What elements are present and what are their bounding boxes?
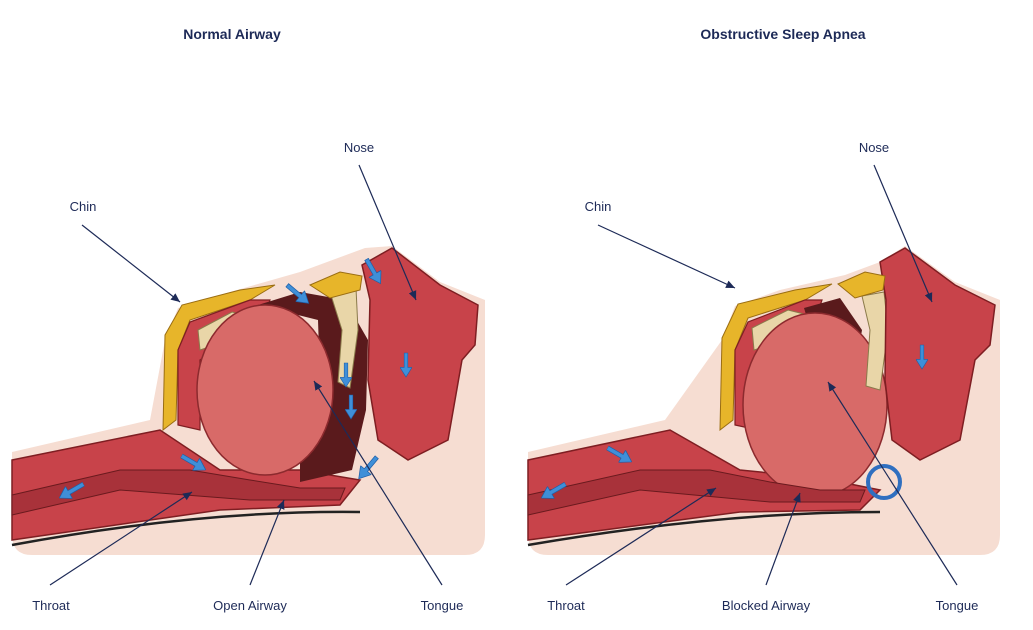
throat-channel xyxy=(527,469,866,516)
normal-airway-title: Normal Airway xyxy=(183,26,281,42)
blockage-ring xyxy=(866,464,902,500)
spine-line xyxy=(527,510,881,547)
blocked-airway-label: Blocked Airway xyxy=(722,598,811,613)
upper-lip-fat xyxy=(837,271,886,299)
fat-layer xyxy=(162,284,276,432)
open-airway-space xyxy=(258,292,368,482)
chin-label: Chin xyxy=(70,199,97,214)
throat-label: Throat xyxy=(547,598,585,613)
nose-pointer xyxy=(358,164,417,301)
upper-lip-fat xyxy=(308,271,363,299)
spine-line xyxy=(11,510,361,547)
sleep-apnea-title: Obstructive Sleep Apnea xyxy=(700,26,866,42)
sleep-apnea-illustration xyxy=(527,246,1000,555)
tongue-label: Tongue xyxy=(421,598,464,613)
throat-channel xyxy=(11,469,346,516)
tongue-label: Tongue xyxy=(936,598,979,613)
chin-label: Chin xyxy=(585,199,612,214)
blocked-airway-pointer xyxy=(765,492,801,586)
nose-tissue xyxy=(361,247,479,461)
throat-pointer xyxy=(565,487,717,586)
chin-pointer xyxy=(81,224,181,303)
nose-pointer xyxy=(873,164,933,303)
open-airway-pointer xyxy=(249,499,285,586)
normal-airway-illustration xyxy=(11,246,485,555)
throat-pointer xyxy=(49,491,193,586)
nose-label: Nose xyxy=(859,140,889,155)
nose-label: Nose xyxy=(344,140,374,155)
chin-pointer xyxy=(597,224,736,289)
nose-tissue xyxy=(879,247,996,461)
tongue-pointer xyxy=(313,380,443,586)
tongue-pointer xyxy=(827,381,958,586)
fat-layer xyxy=(719,283,833,432)
open-airway-label: Open Airway xyxy=(213,598,287,613)
tongue-shape xyxy=(742,312,888,498)
throat-label: Throat xyxy=(32,598,70,613)
tongue-shape xyxy=(196,304,334,476)
